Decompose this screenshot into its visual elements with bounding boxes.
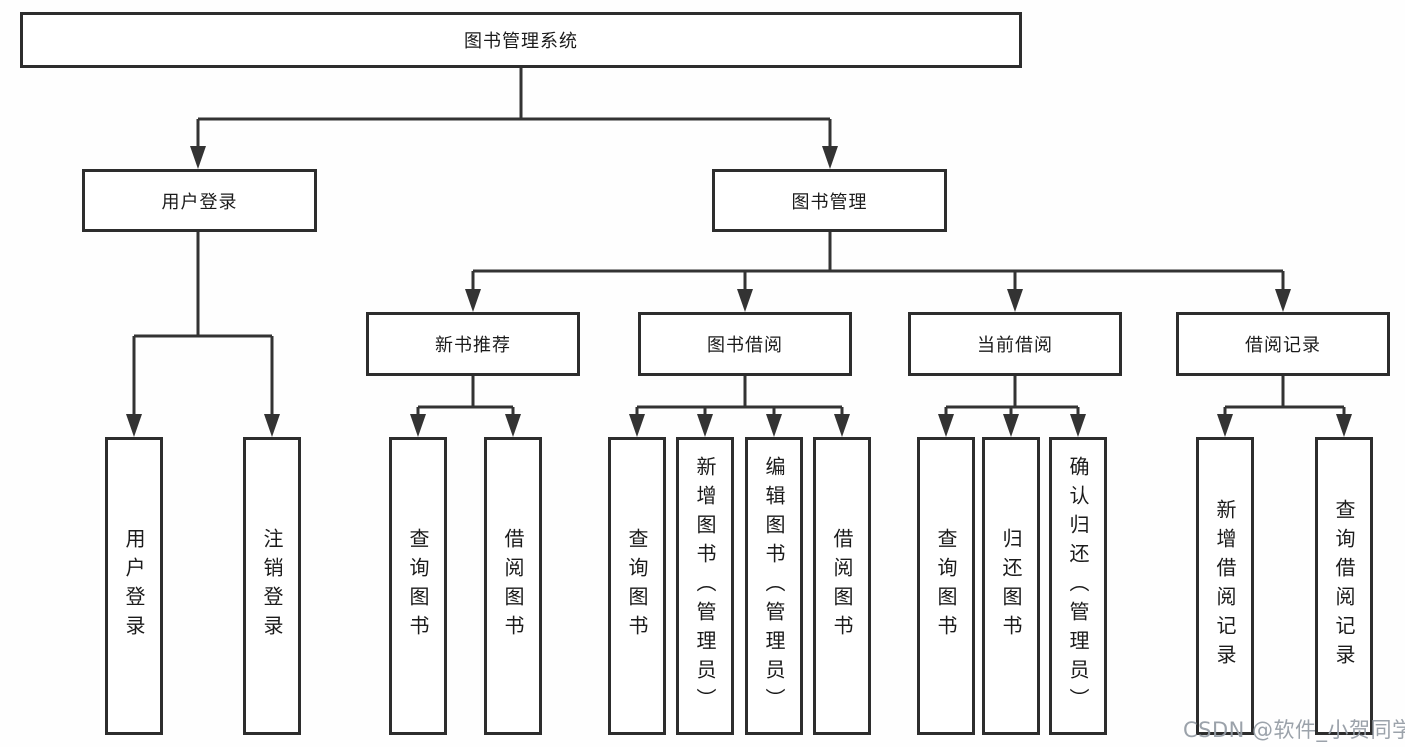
node-label: 当前借阅 <box>977 335 1053 356</box>
node-label: 确认归还（管理员） <box>1066 455 1090 717</box>
node-label: 借阅记录 <box>1245 335 1321 356</box>
node-new-book-recommendation: 新书推荐 <box>366 312 580 376</box>
node-user-login: 用户登录 <box>82 169 317 232</box>
node-label: 图书管理系统 <box>464 31 578 52</box>
connector-user-login-children <box>126 232 280 437</box>
node-label: 编辑图书（管理员） <box>762 455 786 717</box>
node-label: 图书借阅 <box>707 335 783 356</box>
leaf-return-book: 归还图书 <box>982 437 1040 735</box>
node-book-management: 图书管理 <box>712 169 947 232</box>
node-label: 注销登录 <box>260 528 284 644</box>
leaf-borrow-book-recommend: 借阅图书 <box>484 437 542 735</box>
leaf-add-borrow-record: 新增借阅记录 <box>1196 437 1254 735</box>
node-label: 查询图书 <box>406 528 430 644</box>
leaf-query-book-recommend: 查询图书 <box>389 437 447 735</box>
leaf-edit-book-admin: 编辑图书（管理员） <box>745 437 803 735</box>
leaf-add-book-admin: 新增图书（管理员） <box>676 437 734 735</box>
node-label: 借阅图书 <box>830 528 854 644</box>
node-label: 归还图书 <box>999 528 1023 644</box>
node-library-management-system: 图书管理系统 <box>20 12 1022 68</box>
csdn-watermark: CSDN @软件_小贺同学 <box>1183 718 1405 742</box>
connector-root-to-level2 <box>190 68 838 169</box>
node-label: 新增图书（管理员） <box>693 455 717 717</box>
connector-book-mgmt-to-level3 <box>465 232 1291 312</box>
node-label: 查询借阅记录 <box>1332 499 1356 673</box>
leaf-user-login: 用户登录 <box>105 437 163 735</box>
connector-borrow-record-children <box>1217 376 1352 437</box>
node-label: 查询图书 <box>934 528 958 644</box>
leaf-confirm-return-admin: 确认归还（管理员） <box>1049 437 1107 735</box>
node-label: 用户登录 <box>161 191 238 213</box>
leaf-query-book-borrow: 查询图书 <box>608 437 666 735</box>
node-label: 用户登录 <box>122 528 146 644</box>
node-current-borrowing: 当前借阅 <box>908 312 1122 376</box>
node-book-borrowing: 图书借阅 <box>638 312 852 376</box>
connector-book-borrow-children <box>629 376 850 437</box>
connector-new-book-children <box>410 376 521 437</box>
node-label: 查询图书 <box>625 528 649 644</box>
node-label: 借阅图书 <box>501 528 525 644</box>
connector-current-borrow-children <box>938 376 1086 437</box>
leaf-borrow-book: 借阅图书 <box>813 437 871 735</box>
leaf-logout: 注销登录 <box>243 437 301 735</box>
node-borrowing-records: 借阅记录 <box>1176 312 1390 376</box>
leaf-query-borrow-record: 查询借阅记录 <box>1315 437 1373 735</box>
node-label: 新书推荐 <box>435 335 511 356</box>
node-label: 新增借阅记录 <box>1213 499 1237 673</box>
leaf-query-book-current: 查询图书 <box>917 437 975 735</box>
node-label: 图书管理 <box>791 191 868 213</box>
